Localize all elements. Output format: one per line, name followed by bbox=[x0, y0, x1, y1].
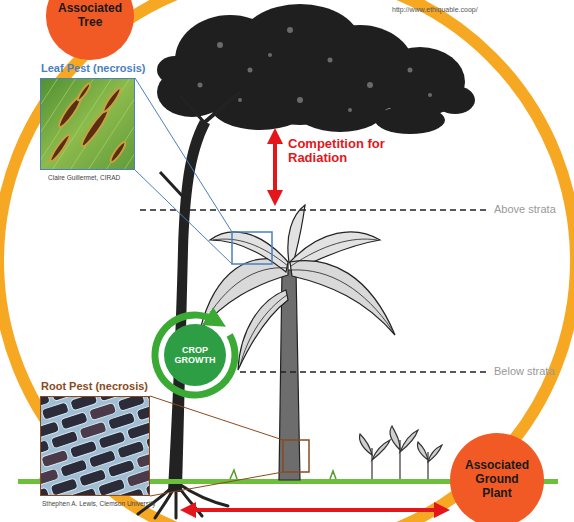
competition-arrow bbox=[188, 136, 442, 510]
pest-photo-frame: Leaf Pest (necrosis) bbox=[40, 78, 135, 170]
leaf-photo bbox=[70, 78, 130, 170]
crown-texture bbox=[328, 58, 333, 63]
tree-roots bbox=[155, 486, 175, 518]
ground-plants bbox=[372, 440, 390, 460]
leaf-photo bbox=[48, 133, 71, 163]
badge-label: Associated Tree bbox=[54, 2, 126, 30]
root-cells bbox=[50, 478, 78, 496]
photo-credit: Sthephen A. Lewis, Clemson University bbox=[42, 500, 155, 507]
photo-credit: Claire Guillermet, CIRAD bbox=[48, 174, 120, 181]
ground-plants bbox=[417, 442, 428, 460]
photo-heading: Leaf Pest (necrosis) bbox=[41, 62, 146, 75]
tree-crown bbox=[375, 106, 445, 134]
leaf-photo bbox=[40, 78, 135, 170]
leaf-photo bbox=[40, 78, 76, 170]
leaf-photo bbox=[48, 82, 127, 163]
strata-label: Below strata bbox=[494, 365, 555, 377]
strata-label: Above strata bbox=[494, 203, 556, 215]
ground-plants bbox=[390, 426, 400, 450]
leader-line bbox=[150, 396, 283, 440]
root-cells bbox=[126, 469, 150, 487]
competition-label: Competition for Radiation bbox=[288, 137, 388, 166]
root-cells bbox=[98, 478, 126, 496]
crown-texture bbox=[428, 93, 432, 97]
photo-heading: Root Pest (necrosis) bbox=[41, 380, 148, 393]
tree-crown bbox=[157, 4, 475, 134]
banana-plant bbox=[290, 261, 395, 335]
root-cells bbox=[126, 421, 150, 439]
leaf-photo bbox=[40, 78, 94, 170]
leader-line bbox=[283, 440, 309, 472]
ground-plants bbox=[400, 430, 418, 452]
badge-label: CROP GROWTH bbox=[172, 345, 218, 366]
competition-arrow bbox=[188, 508, 442, 512]
strata-line bbox=[140, 210, 488, 372]
source-url: http://www.ethiquable.coop/ bbox=[392, 6, 478, 14]
crown-texture bbox=[268, 53, 272, 57]
crown-texture bbox=[287, 27, 293, 33]
tree-trunk bbox=[198, 92, 240, 128]
tree-roots bbox=[179, 484, 228, 506]
tree-crown bbox=[157, 56, 193, 84]
crown-texture bbox=[217, 42, 223, 48]
tree-trunk bbox=[160, 172, 186, 200]
crown-texture bbox=[348, 108, 352, 112]
leaf-photo bbox=[76, 82, 92, 101]
crown-texture bbox=[408, 68, 413, 73]
ground-plant-badge: Associated Ground Plant bbox=[450, 433, 545, 522]
strata-line bbox=[140, 209, 488, 211]
strata-line bbox=[240, 371, 488, 373]
tree-crown bbox=[435, 86, 475, 114]
pest-photo-frame: Root Pest (necrosis) bbox=[40, 396, 150, 496]
crown-texture bbox=[367, 82, 373, 88]
root-cells bbox=[136, 450, 150, 468]
leader-line bbox=[135, 78, 232, 232]
crown-texture bbox=[198, 83, 203, 88]
ground-plants bbox=[360, 426, 443, 479]
root-cells bbox=[69, 487, 97, 496]
badge-label: Associated Ground Plant bbox=[460, 459, 534, 500]
tree-crown bbox=[230, 55, 370, 125]
leaf-photo bbox=[79, 108, 111, 149]
tree-roots bbox=[175, 488, 178, 518]
tree-trunk bbox=[168, 120, 210, 492]
root-cells bbox=[116, 488, 144, 496]
leader-line bbox=[135, 78, 309, 496]
crown-texture bbox=[248, 68, 253, 73]
crown-texture bbox=[297, 97, 303, 103]
root-photo bbox=[40, 396, 150, 496]
root-cells bbox=[40, 487, 50, 496]
root-cells bbox=[136, 403, 150, 421]
leaf-photo bbox=[52, 78, 112, 170]
root-cells bbox=[40, 396, 150, 496]
ground-plants bbox=[428, 445, 442, 462]
growth-cycle-arrow bbox=[155, 315, 235, 395]
leaf-photo bbox=[40, 78, 135, 170]
ground-plants bbox=[427, 452, 428, 479]
banana-plant bbox=[238, 290, 288, 370]
leader-line bbox=[135, 170, 232, 264]
competition-arrow bbox=[273, 136, 277, 198]
leaf-photo bbox=[109, 140, 128, 163]
banana-plant bbox=[210, 232, 288, 272]
banana-plant bbox=[200, 205, 395, 480]
leaf-photo bbox=[124, 78, 135, 170]
leaf-photo bbox=[40, 78, 135, 170]
growth-badge: CROP GROWTH bbox=[164, 324, 226, 386]
leader-line bbox=[232, 232, 272, 264]
ground-plants bbox=[360, 434, 373, 455]
crown-texture bbox=[238, 98, 242, 102]
leaf-photo bbox=[102, 87, 123, 113]
leader-line bbox=[150, 472, 283, 496]
tree-trunk bbox=[180, 96, 204, 122]
tree-badge: Associated Tree bbox=[46, 0, 133, 60]
